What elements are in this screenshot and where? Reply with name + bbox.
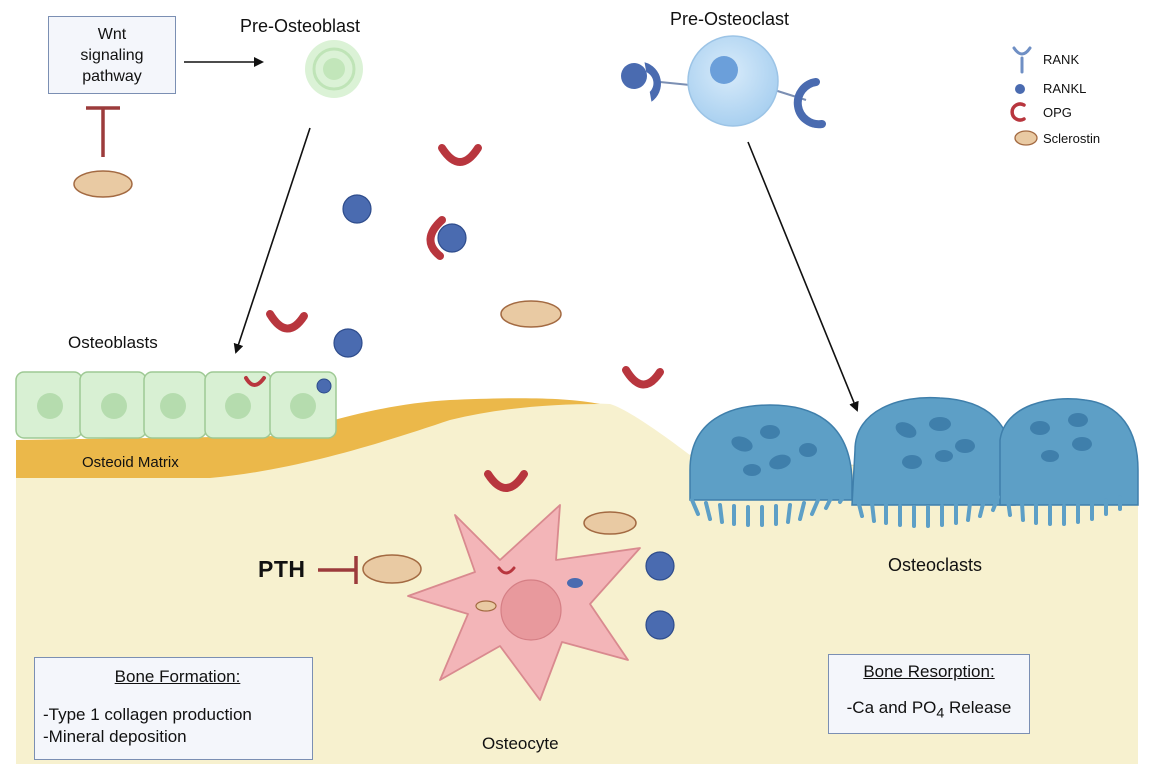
sclerostin-molecule — [500, 300, 562, 328]
opg-molecule — [266, 310, 308, 333]
rankl-bound-osteoblast — [316, 378, 332, 394]
pre-osteoclast-label: Pre-Osteoclast — [670, 9, 790, 29]
opg-molecule — [438, 144, 482, 166]
preosteoblast-to-osteoblast-arrow — [233, 127, 311, 354]
sclerostin-legend-icon — [1014, 130, 1038, 146]
legend-rank-label: RANK — [1043, 52, 1080, 67]
rankl-molecule — [645, 551, 675, 581]
osteoid-matrix-label: Osteoid Matrix — [82, 454, 179, 471]
wnt-line-1: Wnt — [97, 25, 127, 43]
bone-formation-box: Bone Formation: -Type 1 collagen product… — [34, 657, 313, 760]
rankl-molecule — [645, 610, 675, 640]
opg-rankl-complex — [426, 216, 467, 260]
osteoclast-group — [689, 396, 1139, 528]
pth-label: PTH — [258, 556, 306, 582]
pre-osteoclast-cell — [621, 35, 826, 129]
bone-formation-heading: Bone Formation: — [114, 667, 241, 686]
rank-receptor-icon — [1012, 46, 1032, 74]
opg-molecule — [484, 470, 528, 492]
rankl-molecule — [342, 194, 372, 224]
osteoclasts-label: Osteoclasts — [888, 555, 983, 575]
osteocyte-label: Osteocyte — [482, 734, 559, 753]
bone-resorption-heading: Bone Resorption: — [863, 662, 995, 681]
sclerostin-molecule — [362, 554, 422, 584]
bone-resorption-box: Bone Resorption: -Ca and PO4 Release — [828, 654, 1030, 734]
opg-icon — [1010, 102, 1026, 122]
opg-bound-osteoblast — [244, 376, 266, 387]
legend-rankl-label: RANKL — [1043, 81, 1087, 96]
bone-formation-item: -Mineral deposition — [43, 727, 187, 746]
osteoblasts-label: Osteoblasts — [68, 333, 158, 352]
rankl-icon — [1015, 84, 1025, 94]
bone-formation-item: -Type 1 collagen production — [43, 705, 252, 724]
rankl-molecule — [333, 328, 363, 358]
bone-resorption-item: -Ca and PO4 Release — [846, 698, 1012, 722]
wnt-pathway-box: Wnt signaling pathway — [48, 16, 176, 94]
sclerostin-inhibition-bar — [86, 106, 120, 157]
wnt-line-2: signaling — [80, 46, 144, 64]
wnt-line-3: pathway — [82, 67, 142, 85]
pre-osteoblast-label: Pre-Osteoblast — [240, 16, 361, 36]
legend-opg-label: OPG — [1043, 105, 1072, 120]
sclerostin-icon — [73, 170, 133, 198]
osteocyte-cell — [407, 504, 641, 701]
pth-inhibition-bar — [318, 556, 358, 584]
legend-sclerostin-label: Sclerostin — [1043, 131, 1101, 146]
sclerostin-molecule — [583, 511, 637, 535]
pre-osteoblast-cell — [305, 40, 363, 98]
preosteoclast-to-osteoclast-arrow — [747, 141, 859, 412]
opg-molecule — [622, 366, 664, 389]
